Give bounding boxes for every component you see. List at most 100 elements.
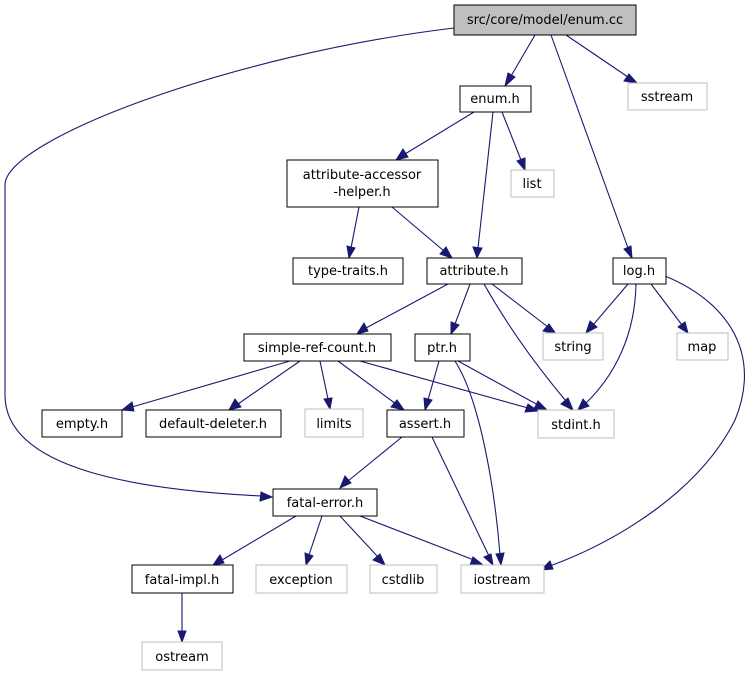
node-limits[interactable]: limits <box>304 408 364 438</box>
arrowhead <box>585 320 598 335</box>
node-label: attribute-accessor <box>303 168 422 183</box>
node-label: enum.h <box>470 92 520 107</box>
edge-root-fatal-error <box>4 27 455 497</box>
node-label: log.h <box>623 264 655 279</box>
arrowhead <box>304 552 314 567</box>
edge-attribute-string <box>491 283 549 328</box>
node-box <box>243 333 392 362</box>
arrowhead <box>372 553 386 566</box>
edge-assert-fatal-error <box>347 436 403 482</box>
node-fatal-error-h[interactable]: fatal-error.h <box>272 488 378 517</box>
edge-attribute-stdint <box>483 283 567 402</box>
arrowhead <box>524 403 540 413</box>
node-label: attribute.h <box>439 264 508 279</box>
arrowhead <box>472 246 483 260</box>
node-map[interactable]: map <box>676 332 729 361</box>
edge-simple-ref-stdint <box>359 360 529 409</box>
graph-nodes: src/core/model/enum.cc enum.h sstream at… <box>41 4 729 671</box>
node-sstream[interactable]: sstream <box>627 82 708 111</box>
node-cstdlib[interactable]: cstdlib <box>369 564 438 594</box>
graph-edges <box>4 27 745 644</box>
edge-enum-attr-acc <box>404 111 475 155</box>
edge-attr-acc-type-traits <box>350 206 360 249</box>
node-ptr-h[interactable]: ptr.h <box>414 333 471 362</box>
node-label: fatal-impl.h <box>145 573 219 588</box>
node-attribute-h[interactable]: attribute.h <box>426 257 523 285</box>
node-default-deleter[interactable]: default-deleter.h <box>145 409 282 438</box>
node-empty-h[interactable]: empty.h <box>41 409 123 438</box>
edge-simple-ref-empty <box>131 360 291 408</box>
edge-root-enum <box>510 34 536 77</box>
arrowhead <box>259 491 274 502</box>
edge-assert-iostream <box>431 436 490 557</box>
node-box <box>292 257 404 285</box>
node-box <box>414 333 471 362</box>
node-label: simple-ref-count.h <box>258 341 376 356</box>
edge-simple-ref-limits <box>319 360 329 400</box>
arrowhead <box>533 400 549 411</box>
node-string[interactable]: string <box>542 332 604 361</box>
node-box <box>426 257 523 285</box>
edge-attribute-simple-ref <box>365 283 449 329</box>
edge-ptr-iostream <box>454 360 501 556</box>
node-label: empty.h <box>56 417 108 432</box>
edge-enum-list <box>501 111 522 161</box>
edge-enum-attribute <box>477 111 494 249</box>
node-box <box>255 564 348 594</box>
arrowhead <box>228 398 242 411</box>
arrowhead <box>560 397 574 412</box>
node-label: fatal-error.h <box>287 496 364 511</box>
arrowhead <box>469 556 485 566</box>
node-label: ostream <box>155 650 209 665</box>
node-exception[interactable]: exception <box>255 564 348 594</box>
edge-root-sstream <box>565 34 629 78</box>
arrowhead <box>211 554 225 566</box>
node-label: limits <box>316 417 352 432</box>
node-type-traits[interactable]: type-traits.h <box>292 257 404 285</box>
arrowhead <box>623 73 639 84</box>
node-box <box>676 332 729 361</box>
arrowhead <box>450 321 460 336</box>
node-ostream[interactable]: ostream <box>141 641 223 671</box>
arrowhead <box>677 321 689 335</box>
node-label: default-deleter.h <box>159 417 267 432</box>
node-box <box>542 332 604 361</box>
node-box <box>369 564 438 594</box>
arrowhead <box>177 630 187 644</box>
node-label: ptr.h <box>427 341 457 356</box>
node-label: type-traits.h <box>308 264 388 279</box>
node-box <box>460 564 545 594</box>
node-root[interactable]: src/core/model/enum.cc <box>453 4 637 36</box>
node-box <box>386 409 465 438</box>
node-box <box>627 82 708 111</box>
arrowhead <box>120 401 135 412</box>
node-fatal-impl-h[interactable]: fatal-impl.h <box>131 564 234 594</box>
arrowhead <box>577 398 590 411</box>
arrowhead <box>339 475 352 489</box>
arrowhead <box>623 245 633 260</box>
node-box <box>286 159 439 208</box>
node-label: iostream <box>473 573 530 588</box>
arrowhead <box>423 397 433 412</box>
edge-fatal-error-cstdlib <box>339 515 379 558</box>
node-iostream[interactable]: iostream <box>460 564 545 594</box>
node-label: string <box>554 340 591 355</box>
node-log-h[interactable]: log.h <box>612 257 667 285</box>
node-label: -helper.h <box>333 185 390 200</box>
edge-fatal-error-iostream <box>359 515 475 561</box>
node-box <box>612 257 667 285</box>
edge-log-stdint <box>585 283 637 404</box>
arrowhead <box>516 157 526 172</box>
node-list[interactable]: list <box>510 169 555 198</box>
node-attribute-accessor-helper[interactable]: attribute-accessor -helper.h <box>286 159 439 208</box>
node-assert-h[interactable]: assert.h <box>386 409 465 438</box>
node-simple-ref-count[interactable]: simple-ref-count.h <box>243 333 392 362</box>
edge-attribute-ptr <box>454 283 471 325</box>
node-enum-h[interactable]: enum.h <box>459 85 532 113</box>
edge-log-iostream <box>549 275 745 567</box>
node-label: sstream <box>641 90 693 105</box>
node-stdint-h[interactable]: stdint.h <box>537 409 615 439</box>
node-box <box>304 408 364 438</box>
node-box <box>537 409 615 439</box>
